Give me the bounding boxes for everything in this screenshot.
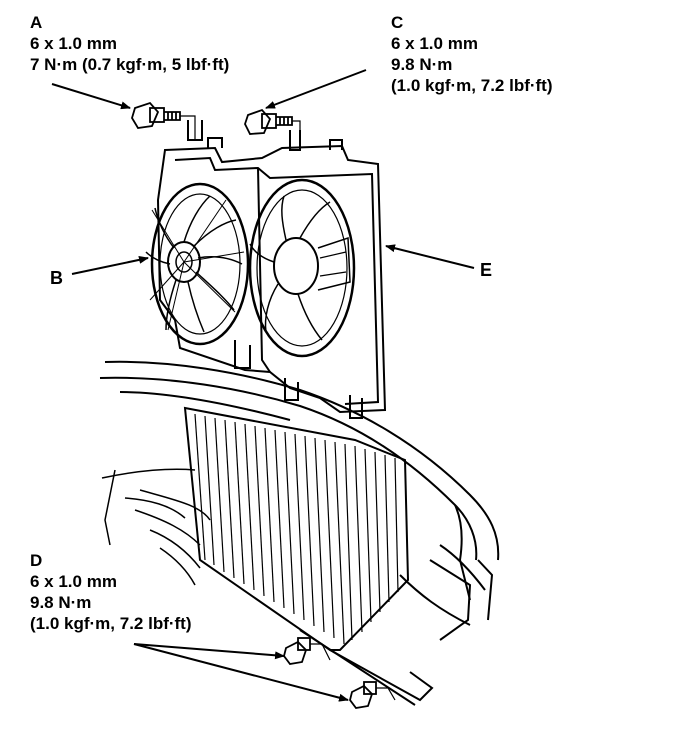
callout-a: A 6 x 1.0 mm 7 N·m (0.7 kgf·m, 5 lbf·ft) [30, 12, 229, 75]
callout-d-torque: 9.8 N·m [30, 593, 92, 612]
callout-d-torque-alt: (1.0 kgf·m, 7.2 lbf·ft) [30, 614, 192, 633]
callout-d-size: 6 x 1.0 mm [30, 572, 117, 591]
right-fan [248, 178, 356, 358]
callout-a-letter: A [30, 13, 43, 32]
callout-d-letter: D [30, 551, 43, 570]
bolt-c-icon [244, 108, 293, 135]
bolt-a-icon [131, 101, 181, 129]
callout-c-size: 6 x 1.0 mm [391, 34, 478, 53]
left-fan [145, 182, 250, 346]
callout-a-size: 6 x 1.0 mm [30, 34, 117, 53]
callout-d: D 6 x 1.0 mm 9.8 N·m (1.0 kgf·m, 7.2 lbf… [30, 550, 192, 634]
callout-c-letter: C [391, 13, 404, 32]
fan-shroud [156, 120, 387, 419]
label-b-fan: B [50, 268, 63, 288]
callout-c-torque: 9.8 N·m [391, 55, 453, 74]
engine-outline [101, 468, 211, 586]
label-e-shroud: E [480, 260, 493, 280]
callout-c-torque-alt: (1.0 kgf·m, 7.2 lbf·ft) [391, 76, 553, 95]
callout-c: C 6 x 1.0 mm 9.8 N·m (1.0 kgf·m, 7.2 lbf… [391, 12, 553, 96]
bolt-d-lower-icon [349, 681, 377, 709]
radiator-core [183, 406, 434, 706]
bolt-d-upper-icon [283, 637, 311, 665]
bolt-guide-lines [180, 115, 396, 701]
callout-a-torque: 7 N·m (0.7 kgf·m, 5 lbf·ft) [30, 55, 230, 74]
leader-arrows [51, 69, 475, 702]
